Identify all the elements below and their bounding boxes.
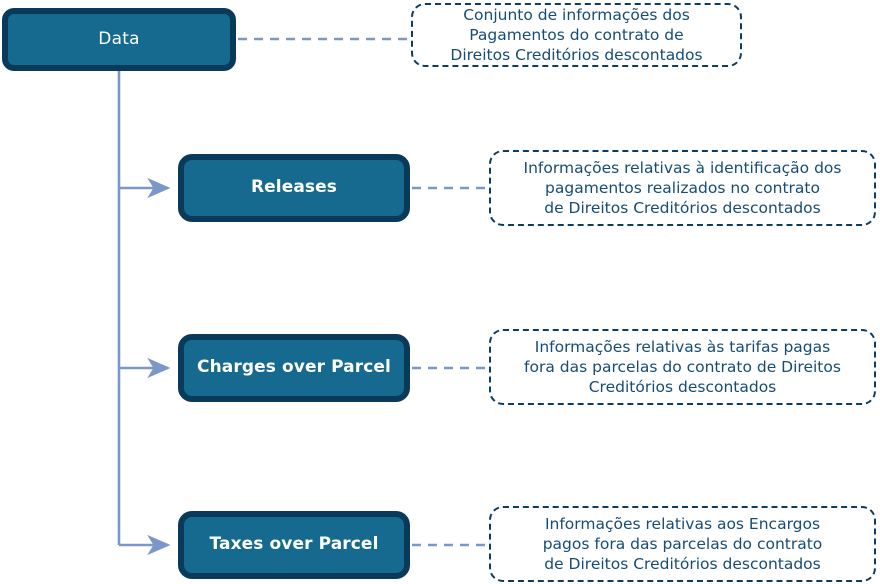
note-releases: Informações relativas à identificação do…: [489, 150, 876, 226]
node-releases[interactable]: Releases: [178, 154, 410, 222]
node-data-label: Data: [98, 28, 140, 49]
note-data: Conjunto de informações dos Pagamentos d…: [411, 3, 742, 67]
node-taxes-over-parcel[interactable]: Taxes over Parcel: [178, 511, 410, 579]
note-charges-over-parcel-text: Informações relativas às tarifas pagas f…: [524, 337, 841, 397]
note-taxes-over-parcel: Informações relativas aos Encargos pagos…: [489, 506, 876, 582]
node-charges-over-parcel-label: Charges over Parcel: [197, 357, 391, 378]
node-releases-label: Releases: [250, 177, 338, 198]
note-data-text: Conjunto de informações dos Pagamentos d…: [450, 5, 703, 65]
node-data[interactable]: Data: [2, 8, 236, 71]
node-taxes-over-parcel-label: Taxes over Parcel: [209, 534, 379, 555]
note-releases-text: Informações relativas à identificação do…: [523, 158, 842, 218]
note-charges-over-parcel: Informações relativas às tarifas pagas f…: [489, 329, 876, 405]
node-charges-over-parcel[interactable]: Charges over Parcel: [178, 334, 410, 402]
note-taxes-over-parcel-text: Informações relativas aos Encargos pagos…: [542, 514, 823, 574]
